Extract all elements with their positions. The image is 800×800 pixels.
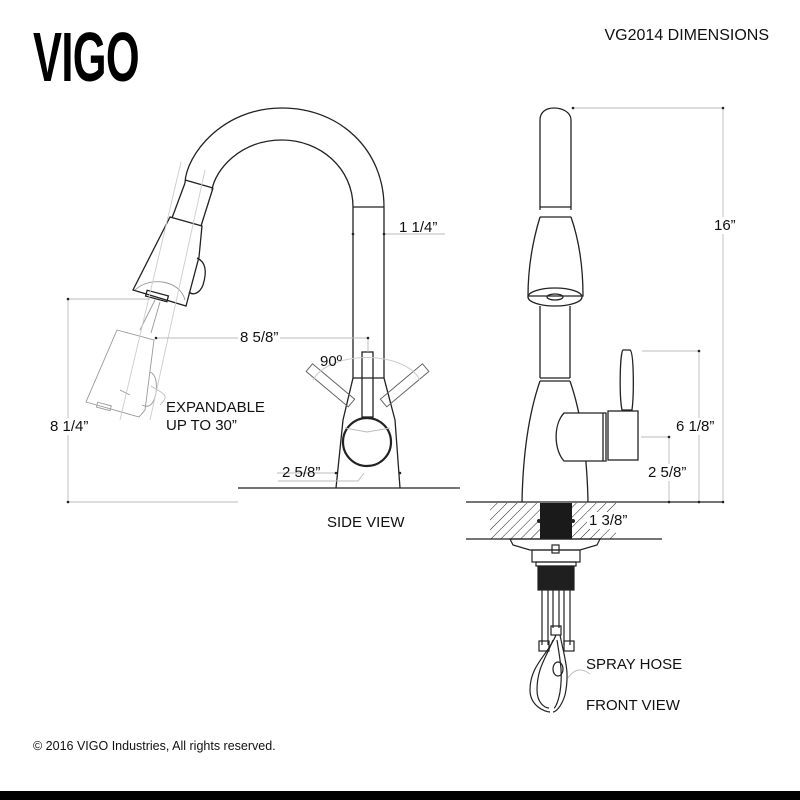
expandable-label: EXPANDABLE <box>166 399 265 416</box>
page-title: VG2014 DIMENSIONS <box>604 27 770 44</box>
deck-thickness-label: 1 3/8” <box>587 512 630 529</box>
front-view-faucet <box>466 107 722 540</box>
front-view-dimension-lines <box>567 107 724 679</box>
base-to-handle-label: 2 5/8” <box>648 464 687 481</box>
side-view-dimension-lines <box>67 233 445 503</box>
spray-height-label: 8 1/4” <box>50 418 89 435</box>
mounting-hardware <box>509 538 601 713</box>
spout-diameter-label: 1 1/4” <box>399 219 438 236</box>
front-dimension-ticks <box>537 106 725 523</box>
dimension-ticks <box>66 232 402 504</box>
copyright-footer: © 2016 VIGO Industries, All rights reser… <box>33 739 276 753</box>
spray-hose-label: SPRAY HOSE <box>586 656 683 673</box>
side-base-width-label: 2 5/8” <box>282 464 321 481</box>
expandable-length-label: UP TO 30” <box>166 417 237 434</box>
handle-height-label: 6 1/8” <box>676 418 715 435</box>
side-view-caption: SIDE VIEW <box>327 514 405 531</box>
side-view-faucet <box>132 107 460 489</box>
front-view-caption: FRONT VIEW <box>586 697 680 714</box>
handle-rotation-ghost <box>305 357 430 433</box>
overall-height-label: 16” <box>714 217 736 234</box>
bottom-bar <box>0 791 800 800</box>
extended-spray-head-ghost <box>85 161 206 421</box>
handle-rotation-label: 90º <box>320 353 343 370</box>
spout-reach-label: 8 5/8” <box>238 329 281 346</box>
vigo-logo: VIGO <box>33 18 140 96</box>
